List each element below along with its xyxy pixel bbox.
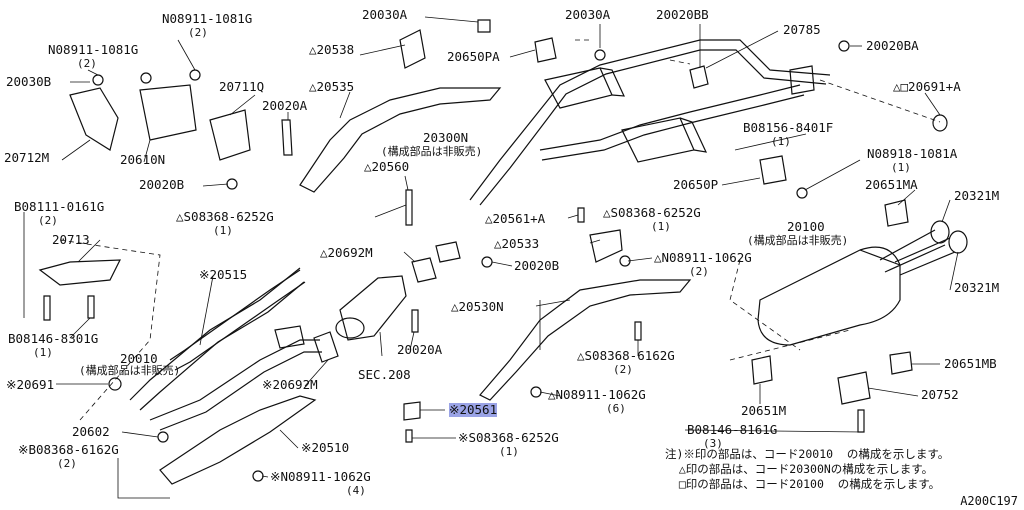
part-label-p08146-8161G-q: (3) (703, 437, 723, 450)
part-label-p20651MA: 20651MA (865, 177, 918, 192)
part-label-p20651M: 20651M (741, 403, 787, 418)
part-label-p20691: ※20691 (6, 377, 55, 392)
note-line-3: □印の部品は、コード20100 の構成を示します。 (665, 477, 941, 491)
part-label-p20300N-note: (構成部品は非販売) (381, 145, 483, 158)
part-label-p08111-0161G-q: (2) (38, 214, 58, 227)
part-label-p08111-0161G: B08111-0161G (14, 199, 105, 214)
part-label-p20650PA: 20650PA (447, 49, 500, 64)
catalyst-converter (339, 275, 407, 341)
part-label-p20020BB: 20020BB (656, 7, 709, 22)
part-label-p20020A-top: 20020A (262, 98, 308, 113)
part-label-p20561: ※20561 (449, 402, 498, 417)
part-label-p20321M-top: 20321M (954, 188, 1000, 203)
part-label-p20560: △20560 (364, 159, 410, 174)
part-label-p08911-1081G-b: N08911-1081G (48, 42, 139, 57)
part-label-p08368-6162G-b-q: (2) (57, 457, 77, 470)
part-label-p08918-1081A-q: (1) (891, 161, 911, 174)
part-label-p08146-8301G-q: (1) (33, 346, 53, 359)
part-label-p08146-8301G: B08146-8301G (8, 331, 99, 346)
part-label-p20712M: 20712M (4, 150, 50, 165)
rear-muffler-body (757, 246, 901, 346)
part-label-p08368-6252G-c: ※S08368-6252G (458, 430, 559, 445)
part-label-p20535: △20535 (309, 79, 355, 94)
part-label-p08911-1062G-c: ※N08911-1062G (270, 469, 371, 484)
figure-code: A200C197 (960, 494, 1018, 508)
part-label-p08368-6162G-a: △S08368-6162G (577, 348, 675, 363)
part-label-p08368-6162G-a-q: (2) (613, 363, 633, 376)
front-pipe-20300N (469, 39, 831, 201)
part-label-pSEC208: SEC.208 (358, 367, 411, 382)
part-label-p20300N: 20300N (423, 130, 469, 145)
part-label-p20691A: △□20691+A (893, 79, 961, 94)
part-label-p08911-1062G-a-q: (2) (689, 265, 709, 278)
part-label-p08368-6252G-c-q: (1) (499, 445, 519, 458)
part-label-p20020B-l: 20020B (139, 177, 185, 192)
part-label-p20530N: △20530N (451, 299, 504, 314)
part-label-p20030A-2: 20030A (565, 7, 611, 22)
part-label-p20515: ※20515 (199, 267, 248, 282)
part-label-p20321M-bot: 20321M (954, 280, 1000, 295)
part-label-p20651MB: 20651MB (944, 356, 997, 371)
part-label-p08368-6252G-a-q: (1) (213, 224, 233, 237)
part-label-p20030A-1: 20030A (362, 7, 408, 22)
part-label-p20020B-m: 20020B (514, 258, 560, 273)
part-label-p20692M-a: △20692M (320, 245, 373, 260)
part-label-p08156-8401F: B08156-8401F (743, 120, 834, 135)
part-label-p20010-note: (構成部品は非販売) (79, 364, 181, 377)
part-label-p08911-1062G-b-q: (6) (606, 402, 626, 415)
part-label-p20010: 20010 (120, 351, 158, 366)
part-label-p20561A: △20561+A (485, 211, 546, 226)
part-label-p20510: ※20510 (301, 440, 350, 455)
note-line-2: △印の部品は、コード20300Nの構成を示します。 (665, 462, 934, 476)
heat-insulator-20535 (299, 87, 502, 193)
part-label-p20030B: 20030B (6, 74, 52, 89)
part-label-p08911-1062G-a: △N08911-1062G (654, 250, 752, 265)
part-label-p08911-1081G-a-q: (2) (188, 26, 208, 39)
part-label-p08156-8401F-q: (1) (771, 135, 791, 148)
part-label-p20713: 20713 (52, 232, 90, 247)
part-label-p08911-1062G-c-q: (4) (346, 484, 366, 497)
part-label-p20610N: 20610N (120, 152, 166, 167)
part-label-p20752: 20752 (921, 387, 959, 402)
part-label-p20100: 20100 (787, 219, 825, 234)
legend-notes: 注)※印の部品は、コード20010 の構成を示します。 △印の部品は、コード20… (665, 447, 949, 492)
part-label-p20785: 20785 (783, 22, 821, 37)
part-label-p08918-1081A: N08918-1081A (867, 146, 958, 161)
part-label-p08368-6162G-b: ※B08368-6162G (18, 442, 119, 457)
part-label-p20650P: 20650P (673, 177, 719, 192)
part-label-p20538: △20538 (309, 42, 355, 57)
part-label-p20100-note: (構成部品は非販売) (747, 234, 849, 247)
part-label-p08911-1081G-a: N08911-1081G (162, 11, 253, 26)
part-label-p08368-6252G-a: △S08368-6252G (176, 209, 274, 224)
part-label-p20711Q: 20711Q (219, 79, 265, 94)
part-label-p20020A-mid: 20020A (397, 342, 443, 357)
part-label-p08911-1062G-b: △N08911-1062G (548, 387, 646, 402)
note-line-1: 注)※印の部品は、コード20010 の構成を示します。 (665, 447, 950, 461)
part-label-p08368-6252G-b: △S08368-6252G (603, 205, 701, 220)
part-label-p08911-1081G-b-q: (2) (77, 57, 97, 70)
part-label-p20020BA: 20020BA (866, 38, 919, 53)
part-label-p20533: △20533 (494, 236, 540, 251)
part-label-p20602: 20602 (72, 424, 110, 439)
front-pipe-20010 (129, 267, 301, 401)
center-muffler-body (621, 117, 695, 163)
heat-insulator-20510 (159, 395, 317, 485)
part-label-p08146-8161G: B08146-8161G (687, 422, 778, 437)
part-label-p08368-6252G-b-q: (1) (651, 220, 671, 233)
part-label-p20692M-b: ※20692M (262, 377, 318, 392)
